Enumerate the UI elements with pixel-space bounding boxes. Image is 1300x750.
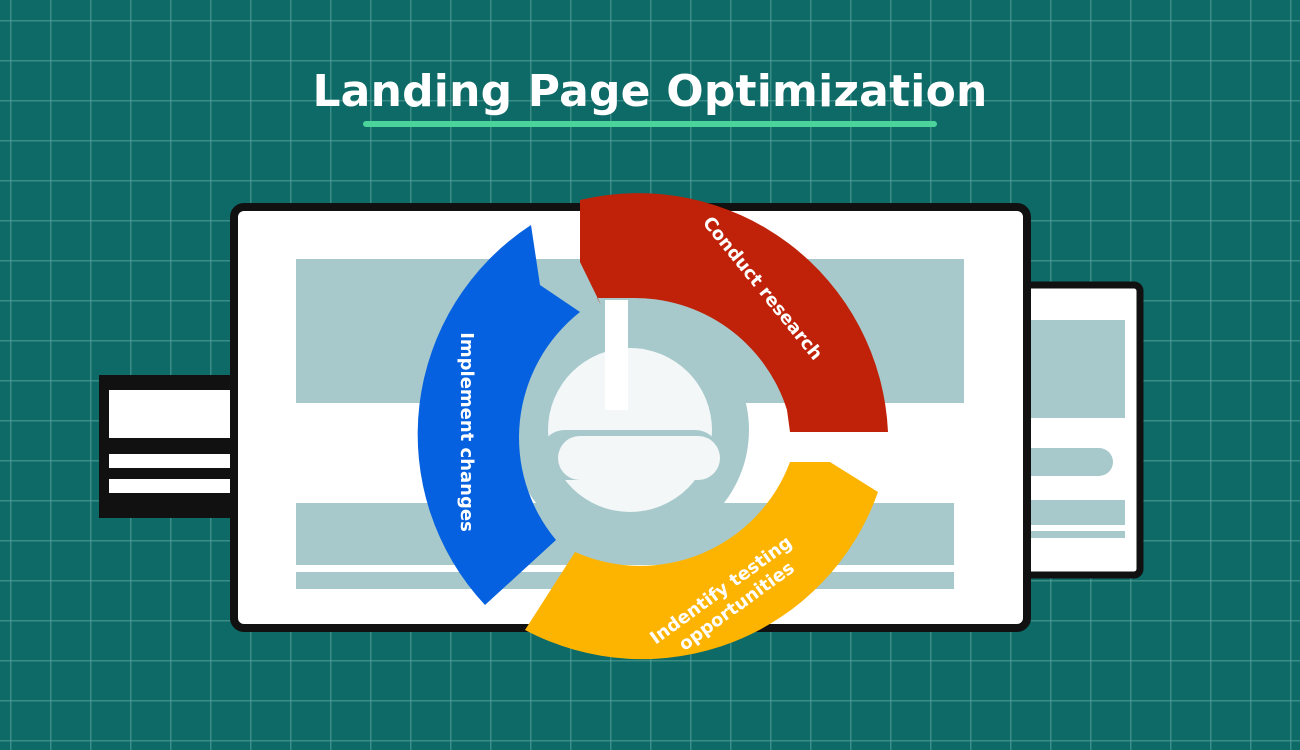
implement-changes-arrow xyxy=(417,225,580,605)
title-underline xyxy=(363,121,937,127)
identify-testing-arrow xyxy=(525,462,878,660)
conduct-research-arrow xyxy=(580,193,888,432)
page-title: Landing Page Optimization xyxy=(312,66,988,117)
cycle-center xyxy=(511,300,749,549)
step-label-implement-changes: Implement changes xyxy=(456,332,477,532)
